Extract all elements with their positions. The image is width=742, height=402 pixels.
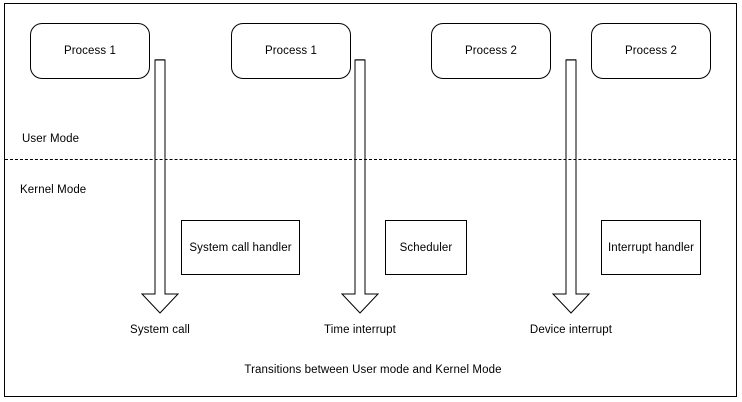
arrow-label-system-call: System call xyxy=(130,324,190,336)
arrow-system-call[interactable] xyxy=(140,59,180,315)
arrow-time-interrupt[interactable] xyxy=(340,59,380,315)
handler-box-system-call-handler-label: System call handler xyxy=(189,241,292,254)
handler-box-system-call-handler[interactable]: System call handler xyxy=(181,220,300,275)
diagram-outer-frame xyxy=(4,3,737,397)
process-box-4-label: Process 2 xyxy=(624,45,678,57)
process-box-2-label: Process 1 xyxy=(264,45,318,57)
handler-box-scheduler-label: Scheduler xyxy=(399,241,453,254)
process-box-3-label: Process 2 xyxy=(464,45,518,57)
handler-box-interrupt-handler[interactable]: Interrupt handler xyxy=(601,220,701,275)
kernel-mode-label: Kernel Mode xyxy=(20,184,87,196)
process-box-2[interactable]: Process 1 xyxy=(231,23,351,79)
handler-box-interrupt-handler-label: Interrupt handler xyxy=(607,241,695,254)
arrow-label-device-interrupt: Device interrupt xyxy=(529,324,613,336)
handler-box-scheduler[interactable]: Scheduler xyxy=(385,220,467,275)
arrow-label-time-interrupt: Time interrupt xyxy=(324,324,396,336)
user-mode-label: User Mode xyxy=(22,133,80,145)
diagram-caption: Transitions between User mode and Kernel… xyxy=(244,364,502,376)
process-box-4[interactable]: Process 2 xyxy=(591,23,711,79)
arrow-device-interrupt[interactable] xyxy=(551,59,591,315)
process-box-3[interactable]: Process 2 xyxy=(431,23,551,79)
mode-divider-line xyxy=(5,159,736,160)
process-box-1-label: Process 1 xyxy=(63,45,117,57)
process-box-1[interactable]: Process 1 xyxy=(30,23,150,79)
